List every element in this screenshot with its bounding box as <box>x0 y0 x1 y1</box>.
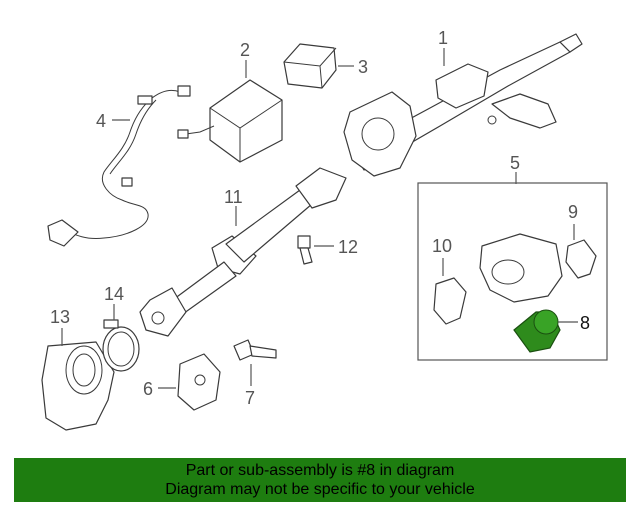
callout-6: 6 <box>143 379 153 399</box>
callout-10: 10 <box>432 236 452 256</box>
banner-line-1: Part or sub-assembly is #8 in diagram <box>185 462 455 479</box>
sub-assembly-5-frame <box>417 182 608 361</box>
callout-14: 14 <box>104 284 124 304</box>
banner-line-2: Diagram may not be specific to your vehi… <box>165 481 475 498</box>
part-6-bracket[interactable] <box>177 353 221 411</box>
callout-8: 8 <box>580 313 590 333</box>
callout-5: 5 <box>510 153 520 173</box>
callout-9: 9 <box>568 202 578 222</box>
part-10-switch[interactable] <box>433 277 467 325</box>
part-info-banner: Part or sub-assembly is #8 in diagram Di… <box>14 458 626 502</box>
callout-2: 2 <box>240 40 250 60</box>
callout-13: 13 <box>50 307 70 327</box>
part-9-switch[interactable] <box>565 239 597 279</box>
part-11-intermediate-shaft[interactable] <box>139 167 347 337</box>
lock-housing <box>479 233 563 303</box>
part-12-bolt[interactable] <box>297 235 313 265</box>
callout-12: 12 <box>338 237 358 257</box>
callout-1: 1 <box>438 28 448 48</box>
callout-11: 11 <box>224 187 243 207</box>
part-2-module[interactable] <box>177 79 283 163</box>
part-1-steering-column[interactable] <box>343 33 583 177</box>
part-7-pin[interactable] <box>233 339 277 361</box>
part-13-boot[interactable] <box>41 341 115 431</box>
part-3-block[interactable] <box>283 43 337 89</box>
callout-3: 3 <box>358 57 368 77</box>
part-8-lock-cylinder[interactable] <box>513 309 561 353</box>
part-14-clamp[interactable] <box>102 319 140 372</box>
part-4-harness[interactable] <box>47 85 191 247</box>
callout-7: 7 <box>245 388 255 408</box>
leader-lines <box>61 48 578 389</box>
callout-4: 4 <box>96 111 106 131</box>
